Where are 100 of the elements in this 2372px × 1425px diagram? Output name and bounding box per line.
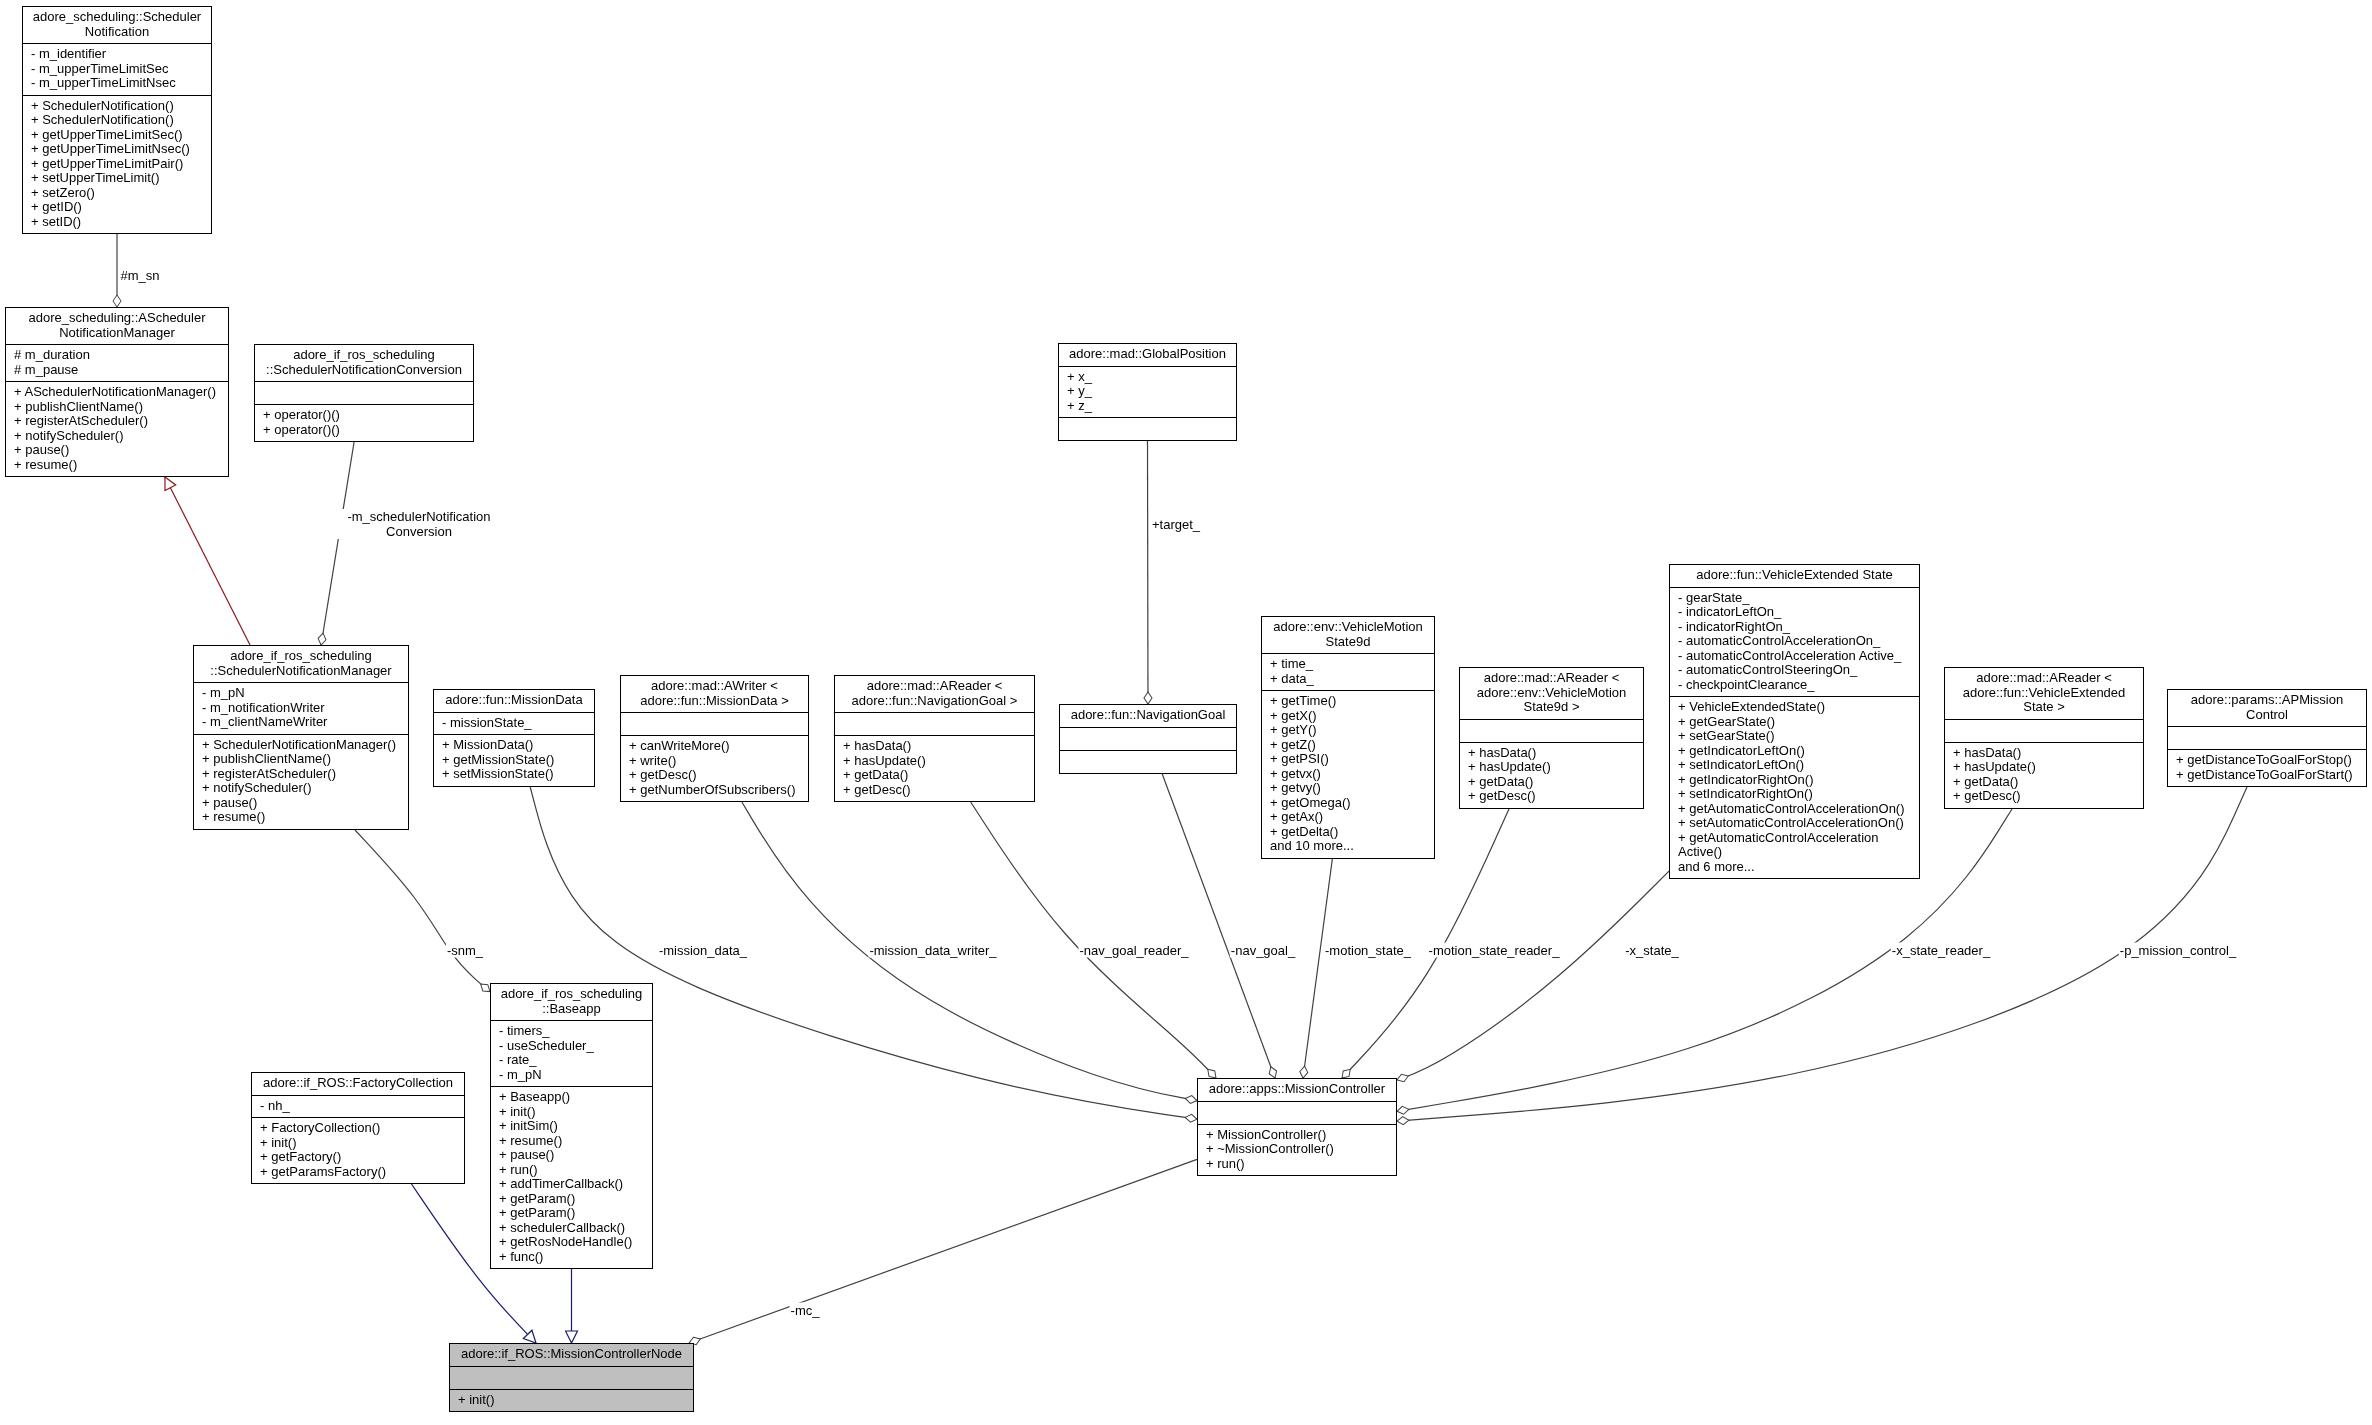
- method: + getFactory(): [260, 1150, 343, 1165]
- method: + VehicleExtendedState(): [1678, 700, 1827, 715]
- attribute: + data_: [1270, 671, 1315, 686]
- method: + getDesc(): [1468, 789, 1537, 804]
- method: + write(): [629, 753, 677, 768]
- aggregation-connector: [1396, 786, 2248, 1126]
- method: + notifyScheduler(): [202, 781, 312, 796]
- attribute: - gearState_: [1678, 590, 1751, 605]
- method: + getParam(): [499, 1206, 577, 1221]
- attribute: + time_: [1270, 657, 1314, 672]
- inheritance-arrow: [164, 476, 251, 646]
- method: + getIndicatorRightOn(): [1678, 772, 1815, 787]
- method: + ~MissionController(): [1206, 1142, 1335, 1157]
- method: + schedulerCallback(): [499, 1220, 627, 1235]
- method: + setGearState(): [1678, 729, 1776, 744]
- method: + getY(): [1270, 723, 1318, 738]
- class-name: adore::env::VehicleMotion State9d: [1272, 620, 1424, 649]
- method: + getGearState(): [1678, 714, 1776, 729]
- method: + getDesc(): [629, 768, 698, 783]
- method: + hasData(): [1468, 745, 1538, 760]
- class-name: adore_if_ros_scheduling ::Baseapp: [499, 987, 644, 1016]
- aggregation-connector: [688, 1158, 1198, 1346]
- attribute: - rate_: [499, 1053, 537, 1068]
- method: + getData(): [843, 768, 909, 783]
- method: + setIndicatorLeftOn(): [1678, 758, 1806, 773]
- method: + setZero(): [31, 185, 95, 200]
- method: + hasUpdate(): [843, 753, 927, 768]
- class-box: [1459, 667, 1644, 809]
- method: + getOmega(): [1270, 795, 1352, 810]
- method: + registerAtScheduler(): [14, 414, 150, 429]
- edge-label: -p_mission_control_: [2118, 942, 2238, 958]
- method: + getAutomaticControlAcceleration Active(): [1678, 830, 1879, 860]
- method: + canWriteMore(): [629, 739, 731, 754]
- attribute: - m_pN: [499, 1067, 543, 1082]
- class-name: adore::mad::GlobalPosition: [1069, 347, 1226, 362]
- method: + SchedulerNotificationManager(): [202, 737, 398, 752]
- attribute: # m_duration: [14, 348, 91, 363]
- attribute: - m_clientNameWriter: [202, 715, 329, 730]
- method: + addTimerCallback(): [499, 1177, 625, 1192]
- method: + getParamsFactory(): [260, 1164, 388, 1179]
- method: + hasUpdate(): [1468, 760, 1552, 775]
- method: + setAutomaticControlAccelerationOn(): [1678, 816, 1905, 831]
- method: + getDelta(): [1270, 824, 1340, 839]
- class-name: adore_scheduling::Scheduler Notification: [31, 10, 203, 39]
- method: + getPSI(): [1270, 752, 1330, 767]
- attribute: - nh_: [260, 1098, 291, 1113]
- attribute: + z_: [1067, 398, 1093, 413]
- aggregation-connector: [529, 786, 1198, 1123]
- attribute: - m_notificationWriter: [202, 700, 326, 715]
- class-box: [834, 675, 1035, 802]
- method: + pause(): [14, 443, 70, 458]
- edge-label: -x_state_reader_: [1890, 942, 1992, 958]
- method: + getUpperTimeLimitSec(): [31, 127, 184, 142]
- method: + resume(): [202, 810, 267, 825]
- aggregation-connector: [970, 801, 1217, 1079]
- class-box: [1944, 667, 2144, 809]
- aggregation-connector: [1341, 808, 1510, 1079]
- method: and 10 more...: [1270, 839, 1355, 854]
- method: + getData(): [1468, 774, 1534, 789]
- method: + registerAtScheduler(): [202, 766, 338, 781]
- attribute: - missionState_: [442, 715, 533, 730]
- attribute: - m_identifier: [31, 47, 108, 62]
- method: + FactoryCollection(): [260, 1121, 382, 1136]
- method: + getDesc(): [1953, 789, 2022, 804]
- method: + Baseapp(): [499, 1090, 572, 1105]
- attribute: - timers_: [499, 1024, 551, 1039]
- class-name: adore::mad::AReader < adore::env::VehicleMotion State9d >: [1475, 671, 1628, 715]
- class-box: [22, 6, 212, 234]
- class-box: [490, 983, 653, 1269]
- attribute: - m_pN: [202, 686, 246, 701]
- method: + publishClientName(): [14, 399, 143, 414]
- aggregation-connector: [354, 829, 491, 993]
- method: + ASchedulerNotificationManager(): [14, 385, 217, 400]
- edge-label: -mc_: [789, 1302, 821, 1318]
- class-name: adore::apps::MissionController: [1208, 1082, 1386, 1097]
- method: + getIndicatorLeftOn(): [1678, 743, 1806, 758]
- attribute: - automaticControlAcceleration Active_: [1678, 648, 1903, 663]
- method: + MissionData(): [442, 738, 535, 753]
- method: + getParam(): [499, 1191, 576, 1206]
- class-box: [620, 675, 809, 802]
- class-name: adore::fun::NavigationGoal: [1070, 708, 1226, 723]
- class-box: [254, 344, 474, 442]
- method: + getX(): [1270, 708, 1317, 723]
- method: + func(): [499, 1249, 544, 1264]
- method: + getDesc(): [843, 782, 912, 797]
- method: + setUpperTimeLimit(): [31, 171, 160, 186]
- class-box: [5, 307, 229, 477]
- attribute: + x_: [1067, 369, 1093, 384]
- class-box: [251, 1072, 465, 1184]
- method: + getData(): [1953, 774, 2019, 789]
- method: + init(): [260, 1135, 297, 1150]
- edge-label: -motion_state_reader_: [1427, 942, 1561, 958]
- class-name: adore::fun::VehicleExtended State: [1696, 568, 1893, 583]
- method: + getID(): [31, 200, 82, 215]
- class-name: adore_if_ros_scheduling ::SchedulerNotificationManager: [209, 649, 393, 678]
- aggregation-connector: [1396, 808, 2013, 1115]
- method: + getUpperTimeLimitPair(): [31, 156, 184, 171]
- method: + MissionController(): [1206, 1127, 1328, 1142]
- method: + getvy(): [1270, 781, 1322, 796]
- method: + setID(): [31, 214, 83, 229]
